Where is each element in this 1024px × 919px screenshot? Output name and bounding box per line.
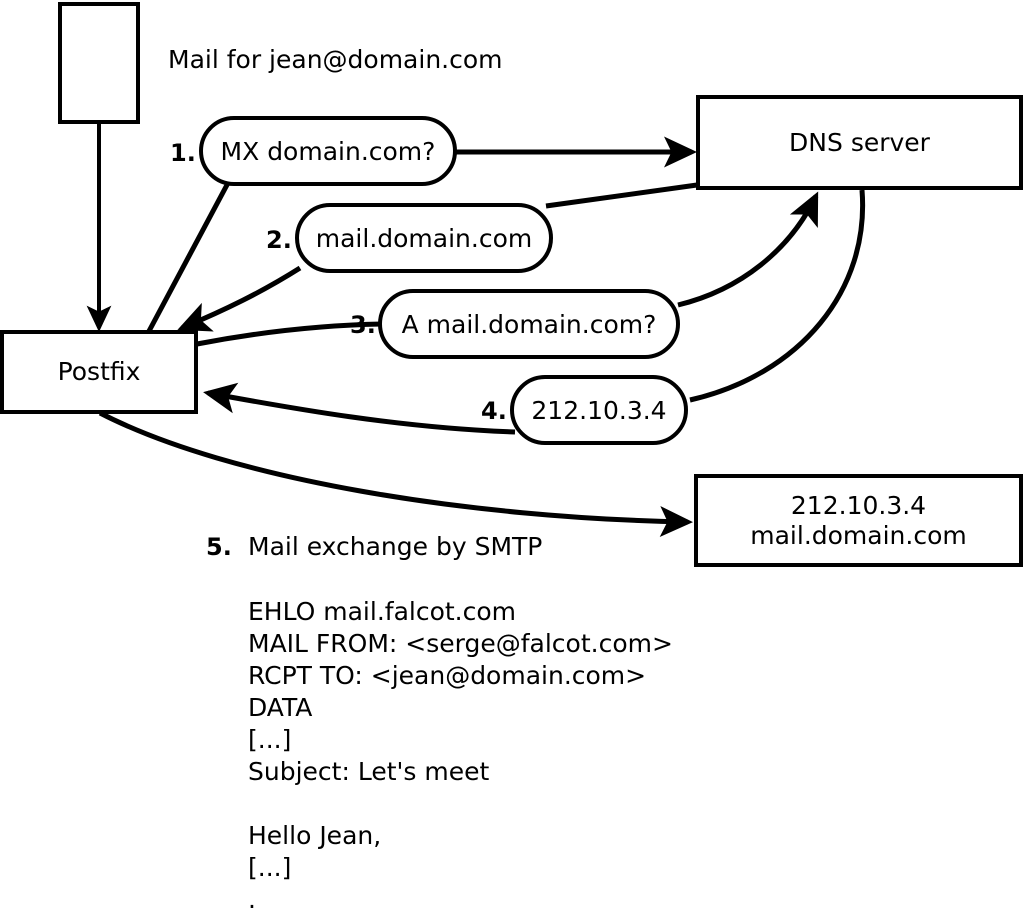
bubble-step-2-label: mail.domain.com [315, 223, 533, 253]
bubble-step-4[interactable]: 212.10.3.4 [510, 375, 688, 445]
postfix-box: Postfix [0, 330, 198, 414]
step-number-2: 2. [266, 226, 292, 254]
bubble-step-1[interactable]: MX domain.com? [199, 116, 457, 186]
connector-step4-to-postfix [203, 382, 516, 435]
mail-for-note: Mail for jean@domain.com [168, 45, 503, 74]
connector-step2-to-postfix [177, 265, 302, 332]
bubble-step-3-label: A mail.domain.com? [401, 309, 657, 339]
postfix-label: Postfix [57, 357, 141, 387]
mail-server-hostname: mail.domain.com [750, 520, 967, 550]
smtp-transcript: EHLO mail.falcot.com MAIL FROM: <serge@f… [248, 597, 673, 914]
bubble-step-4-label: 212.10.3.4 [531, 395, 667, 425]
step-5-label: Mail exchange by SMTP [248, 532, 543, 561]
mail-server-box: 212.10.3.4 mail.domain.com [694, 474, 1023, 567]
step-number-3: 3. [350, 311, 376, 339]
step-number-5: 5. [206, 533, 232, 561]
connector-dns-to-step2 [545, 182, 698, 209]
step-number-4: 4. [481, 397, 507, 425]
mail-server-ip: 212.10.3.4 [790, 491, 927, 520]
sender-box [58, 2, 140, 124]
bubble-step-2[interactable]: mail.domain.com [295, 203, 553, 273]
connector-step3-to-dns [677, 191, 819, 308]
bubble-step-3[interactable]: A mail.domain.com? [378, 289, 680, 359]
bubble-step-1-label: MX domain.com? [220, 136, 436, 166]
step-number-1: 1. [170, 139, 196, 167]
connector-step1-tail [145, 181, 231, 335]
connector-dns-to-step4 [689, 189, 866, 403]
dns-server-box: DNS server [696, 95, 1023, 190]
dns-server-label: DNS server [789, 127, 930, 157]
